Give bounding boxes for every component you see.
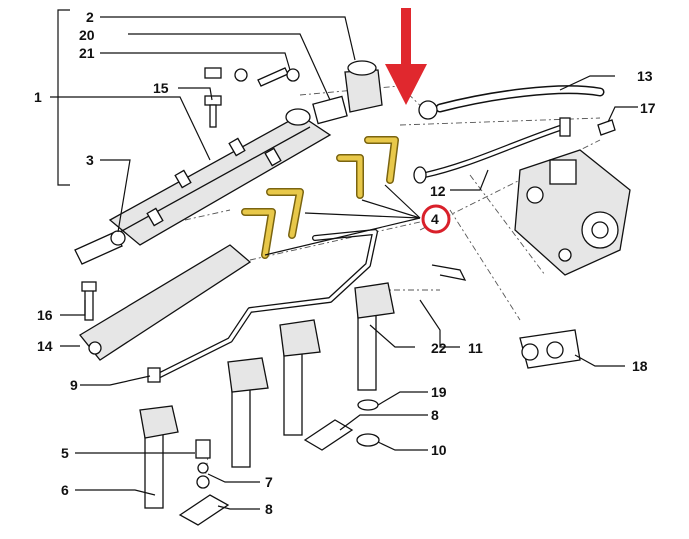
callout-6: 6 bbox=[61, 482, 69, 498]
sleeve-5 bbox=[195, 439, 211, 459]
callout-4: 4 bbox=[431, 211, 439, 227]
injector-4 bbox=[354, 282, 395, 391]
leader-lines bbox=[50, 16, 638, 510]
injector-2 bbox=[227, 357, 269, 468]
spring-clip-22 bbox=[431, 264, 467, 281]
small-hardware bbox=[204, 67, 300, 128]
callout-17: 17 bbox=[640, 100, 656, 116]
callout-16: 16 bbox=[37, 307, 53, 323]
callout-7: 7 bbox=[265, 474, 273, 490]
callout-22: 22 bbox=[431, 340, 447, 356]
highlight-arrow bbox=[385, 8, 427, 105]
callout-12: 12 bbox=[430, 183, 446, 199]
washer-7 bbox=[197, 462, 209, 474]
callout-21: 21 bbox=[79, 45, 95, 61]
callout-2: 2 bbox=[86, 9, 94, 25]
callout-9: 9 bbox=[70, 377, 78, 393]
high-pressure-pump bbox=[514, 149, 631, 276]
clamp-8-lower bbox=[178, 494, 230, 526]
injector-3 bbox=[279, 319, 321, 436]
callout-8-upper: 8 bbox=[431, 407, 439, 423]
pressure-sensor bbox=[74, 230, 126, 265]
leak-off-pipe bbox=[147, 229, 378, 383]
injectors bbox=[139, 282, 395, 509]
callout-3: 3 bbox=[86, 152, 94, 168]
pressure-regulator bbox=[312, 60, 383, 125]
callout-11: 11 bbox=[468, 340, 483, 356]
washer-19 bbox=[357, 399, 379, 411]
callout-18: 18 bbox=[632, 358, 648, 374]
callout-labels: 2 20 21 1 15 3 13 17 12 4 16 14 9 11 22 … bbox=[34, 9, 656, 517]
fuel-rail bbox=[108, 108, 332, 246]
clamp-8-upper bbox=[303, 419, 354, 451]
washers-and-clamps bbox=[178, 399, 380, 526]
callout-19: 19 bbox=[431, 384, 447, 400]
cover-14 bbox=[79, 244, 252, 361]
callout-15: 15 bbox=[153, 80, 169, 96]
highlight-ring bbox=[421, 204, 451, 234]
injector-pipes-highlighted bbox=[241, 136, 399, 259]
plug-17 bbox=[597, 119, 616, 136]
callout-8-lower: 8 bbox=[265, 501, 273, 517]
injector-1 bbox=[139, 405, 179, 509]
clip-18 bbox=[519, 329, 581, 369]
ring-10 bbox=[356, 433, 380, 447]
callout-20: 20 bbox=[79, 27, 95, 43]
callout-5: 5 bbox=[61, 445, 69, 461]
callout-10: 10 bbox=[431, 442, 447, 458]
callout-1: 1 bbox=[34, 89, 42, 105]
callout-14: 14 bbox=[37, 338, 53, 354]
return-hoses bbox=[413, 85, 605, 184]
callout-13: 13 bbox=[637, 68, 653, 84]
